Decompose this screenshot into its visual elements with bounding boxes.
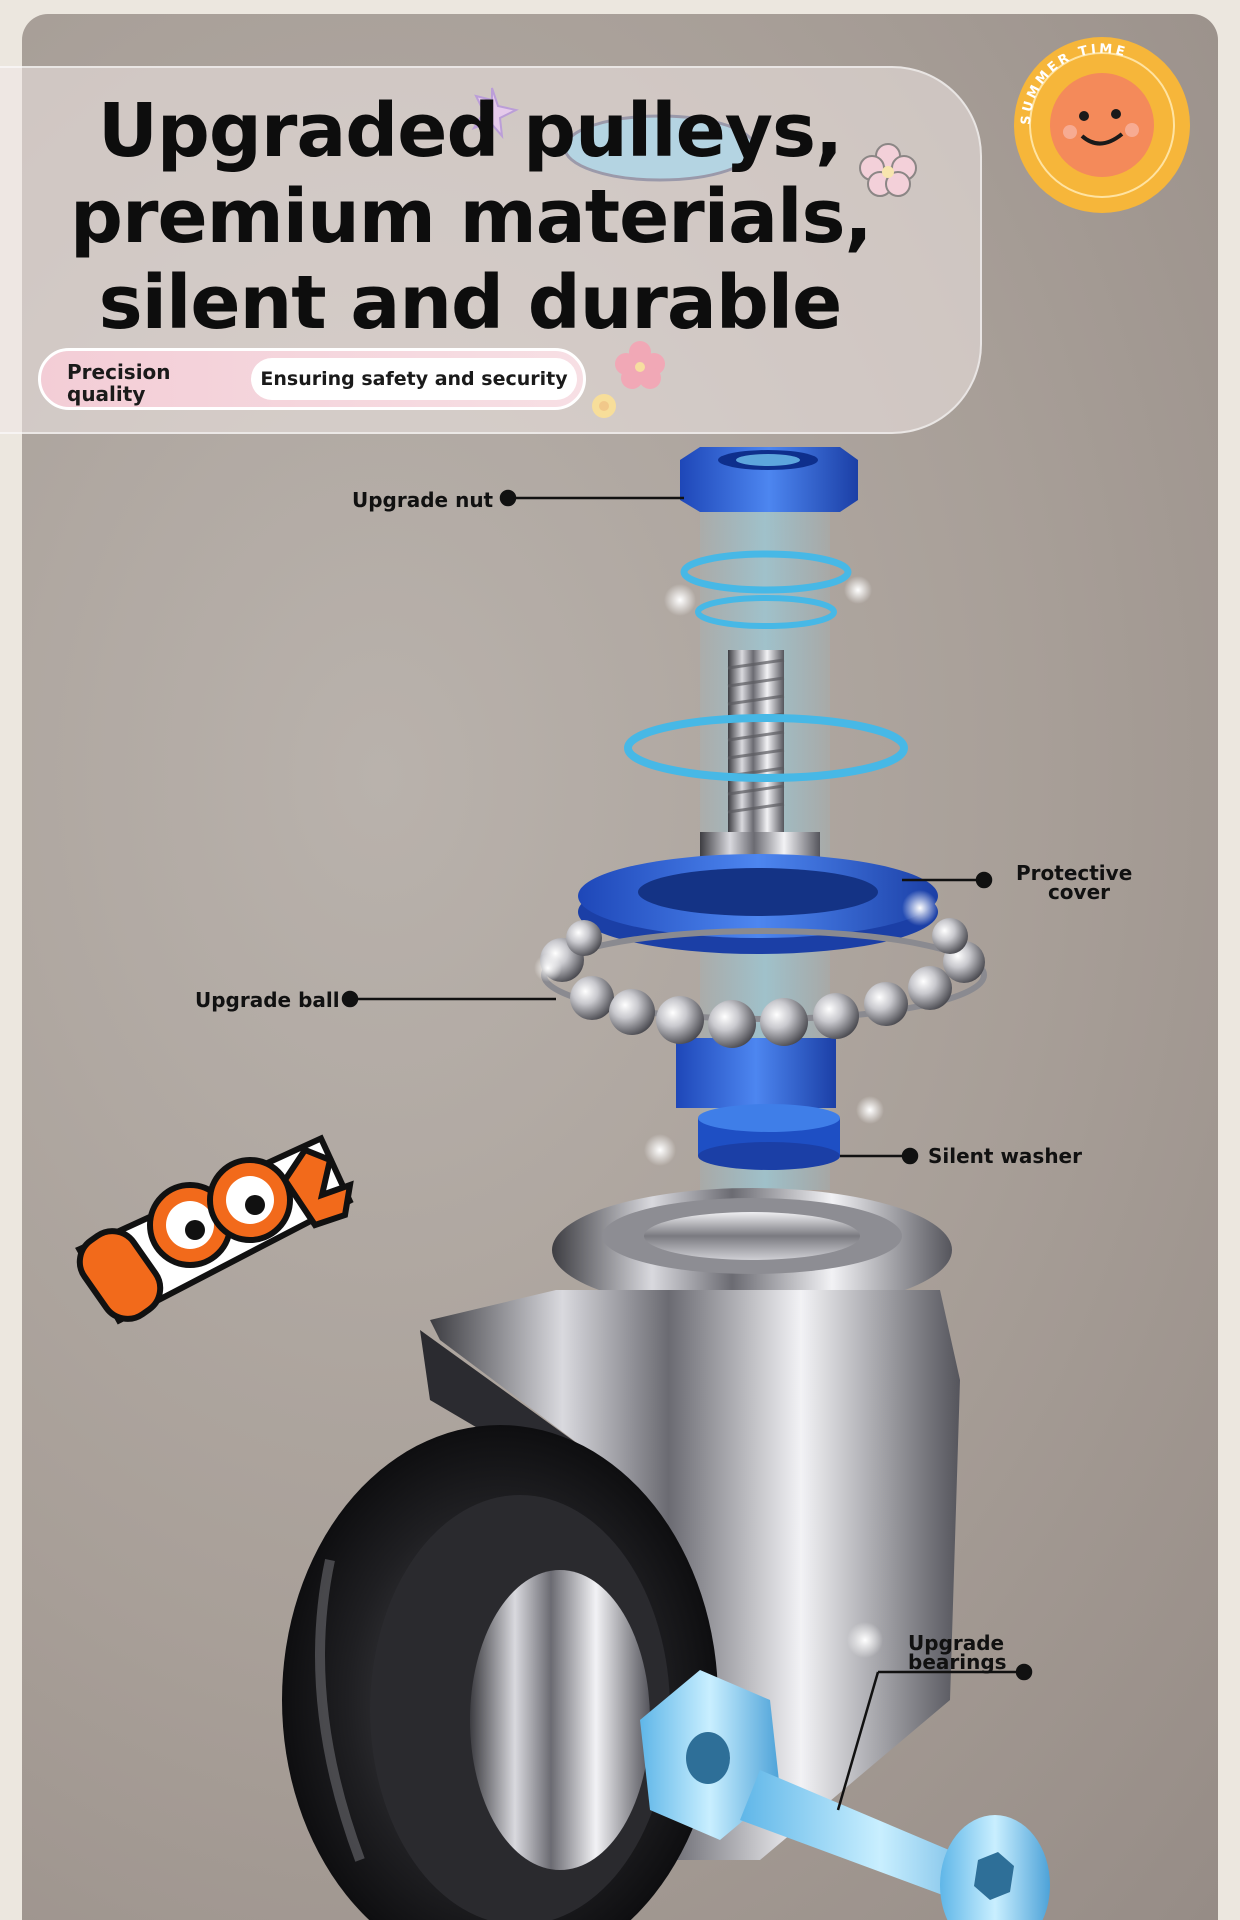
precision-label-line-1: Precision (67, 360, 171, 384)
protective-cover-line-1: Protective (1016, 861, 1133, 885)
upgrade-bearings-part (640, 1670, 1050, 1920)
callout-protective-cover: Protective cover (1016, 861, 1133, 904)
summer-time-stamp (1014, 37, 1190, 213)
headline-line-3: silent and durable (98, 260, 843, 346)
safety-tagline: Ensuring safety and security (251, 358, 577, 400)
caster-wheel (282, 1425, 718, 1920)
precision-badge: Precision quality Ensuring safety and se… (38, 348, 586, 410)
upgrade-bearings-line-1: Upgrade (908, 1631, 1005, 1655)
callout-upgrade-nut: Upgrade nut (352, 488, 494, 512)
precision-badge-label: Precision quality (67, 361, 237, 405)
precision-label-line-2: quality (67, 382, 146, 406)
upgrade-nut-part (680, 447, 858, 512)
headline-line-2: premium materials, (70, 174, 873, 260)
look-sticker (75, 1134, 354, 1325)
silent-washer-part (698, 1104, 840, 1170)
callout-upgrade-bearings: Upgrade bearings (908, 1631, 1007, 1674)
callout-silent-washer: Silent washer (928, 1144, 1082, 1168)
callout-lines (341, 489, 1033, 1811)
protective-cover-line-2: cover (1047, 880, 1110, 904)
headline-line-1: Upgraded pulleys, (97, 88, 843, 174)
upgrade-bearings-line-2: bearings (908, 1650, 1007, 1674)
headline: Upgraded pulleys, premium materials, sil… (70, 88, 873, 346)
callout-upgrade-ball: Upgrade ball (195, 988, 340, 1012)
